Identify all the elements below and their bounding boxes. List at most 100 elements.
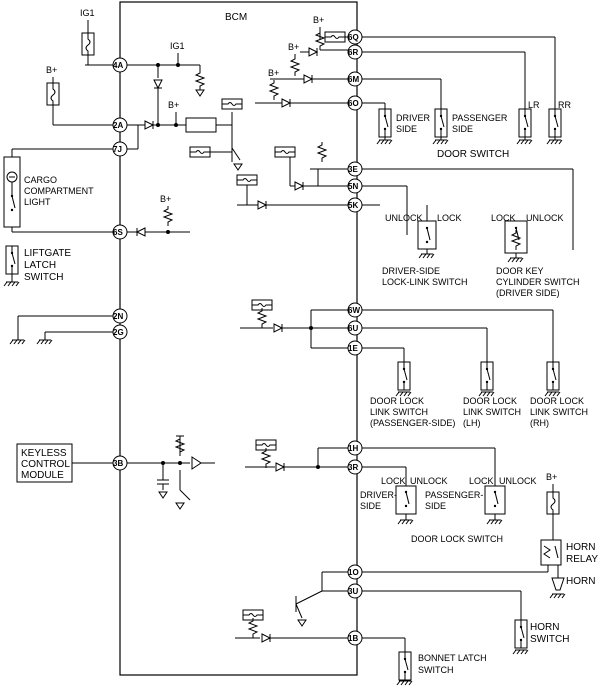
horn-circuit: HORN SWITCH B+ HORN RELAY HORN: [295, 472, 598, 655]
svg-text:IG1: IG1: [170, 41, 185, 51]
pin-5K: 5K: [347, 197, 363, 213]
svg-text:HORN: HORN: [566, 542, 595, 553]
svg-text:RR: RR: [558, 100, 571, 110]
svg-text:5K: 5K: [348, 201, 358, 210]
svg-text:LINK SWITCH: LINK SWITCH: [463, 407, 521, 417]
svg-text:LIFTGATE: LIFTGATE: [24, 248, 71, 259]
pin-7J: 7J: [112, 141, 128, 157]
svg-text:(LH): (LH): [463, 418, 481, 428]
svg-text:CONTROL: CONTROL: [21, 459, 70, 470]
pin-6O: 6O: [347, 95, 363, 111]
svg-text:DOOR LOCK SWITCH: DOOR LOCK SWITCH: [411, 534, 503, 544]
door-lock-switch-circuit: LOCK UNLOCK LOCK UNLOCK DRIVER- SIDE PAS…: [245, 439, 537, 544]
svg-text:RELAY: RELAY: [566, 554, 598, 565]
pin-3B: 3B: [112, 455, 128, 471]
svg-text:IG1: IG1: [80, 8, 95, 18]
pin-1B: 1B: [347, 630, 363, 646]
pin-2N: 2N: [112, 308, 128, 324]
svg-text:1B: 1B: [348, 634, 358, 643]
svg-text:LOCK: LOCK: [381, 476, 406, 486]
svg-text:6S: 6S: [113, 228, 123, 237]
svg-text:LIGHT: LIGHT: [24, 197, 51, 207]
svg-text:1H: 1H: [348, 444, 358, 453]
svg-text:LOCK: LOCK: [437, 213, 462, 223]
pin-6U: 6U: [347, 320, 363, 336]
bcm-internal-6s: B+: [127, 194, 190, 237]
svg-text:B+: B+: [168, 100, 179, 110]
svg-text:B+: B+: [46, 65, 57, 75]
svg-text:LINK SWITCH: LINK SWITCH: [530, 407, 588, 417]
svg-text:1E: 1E: [348, 344, 358, 353]
svg-text:3B: 3B: [113, 459, 123, 468]
pin-6W: 6W: [347, 302, 363, 318]
svg-text:(PASSENGER-SIDE): (PASSENGER-SIDE): [370, 418, 455, 428]
svg-text:7J: 7J: [113, 145, 122, 154]
svg-text:UNLOCK: UNLOCK: [385, 213, 423, 223]
svg-text:LOCK-LINK SWITCH: LOCK-LINK SWITCH: [382, 277, 468, 287]
svg-text:DOOR LOCK: DOOR LOCK: [370, 396, 424, 406]
pin-3R: 3R: [347, 459, 363, 475]
svg-text:6Q: 6Q: [348, 33, 359, 42]
svg-text:DOOR LOCK: DOOR LOCK: [530, 396, 584, 406]
svg-text:DRIVER-SIDE: DRIVER-SIDE: [382, 266, 440, 276]
svg-text:PASSENGER-: PASSENGER-: [425, 490, 483, 500]
svg-text:SIDE: SIDE: [452, 124, 473, 134]
svg-text:BONNET LATCH: BONNET LATCH: [418, 653, 487, 663]
svg-text:DRIVER-: DRIVER-: [360, 490, 397, 500]
svg-text:UNLOCK: UNLOCK: [499, 476, 537, 486]
cargo-compartment-light: CARGO COMPARTMENT LIGHT: [3, 148, 113, 232]
svg-text:6W: 6W: [348, 306, 360, 315]
svg-text:DOOR KEY: DOOR KEY: [496, 266, 544, 276]
bcm-title: BCM: [225, 12, 247, 23]
pin-4A: 4A: [85, 57, 128, 73]
svg-text:6U: 6U: [348, 324, 358, 333]
svg-text:3R: 3R: [348, 463, 358, 472]
svg-text:6O: 6O: [348, 99, 359, 108]
svg-text:LR: LR: [528, 100, 540, 110]
svg-text:SWITCH: SWITCH: [418, 665, 454, 675]
svg-text:SIDE: SIDE: [360, 501, 381, 511]
svg-text:HORN: HORN: [530, 622, 559, 633]
svg-text:2G: 2G: [113, 328, 124, 337]
svg-text:5N: 5N: [348, 182, 358, 191]
pin-1E: 1E: [347, 340, 363, 356]
svg-text:2N: 2N: [113, 312, 123, 321]
pin-1O: 1O: [347, 564, 363, 580]
bcm-internal-3b: [127, 435, 215, 510]
pin-6M: 6M: [347, 71, 363, 87]
door-switch-circuit: B+ B+ B+: [255, 15, 571, 160]
pin-5N: 5N: [347, 178, 363, 194]
svg-text:LOCK: LOCK: [491, 213, 516, 223]
pin-6Q: 6Q: [347, 29, 363, 45]
liftgate-latch-switch: LIFTGATE LATCH SWITCH: [3, 231, 113, 287]
svg-text:6R: 6R: [348, 48, 358, 57]
keyless-control-module: KEYLESS CONTROL MODULE: [16, 443, 113, 483]
svg-text:2A: 2A: [113, 121, 123, 130]
svg-text:4A: 4A: [113, 61, 123, 70]
svg-text:LINK SWITCH: LINK SWITCH: [370, 407, 428, 417]
bplus-fuse-2a: B+: [46, 65, 113, 126]
pin-2A: 2A: [112, 117, 128, 133]
svg-text:DOOR SWITCH: DOOR SWITCH: [437, 149, 509, 160]
pin-6S: 6S: [112, 224, 128, 240]
pin-1H: 1H: [347, 440, 363, 456]
svg-text:CYLINDER SWITCH: CYLINDER SWITCH: [496, 277, 580, 287]
svg-text:HORN: HORN: [566, 576, 595, 587]
svg-text:COMPARTMENT: COMPARTMENT: [24, 186, 94, 196]
svg-text:B+: B+: [268, 68, 279, 78]
svg-text:B+: B+: [313, 15, 324, 25]
svg-text:CARGO: CARGO: [24, 175, 57, 185]
svg-text:1O: 1O: [348, 568, 359, 577]
svg-text:3E: 3E: [348, 165, 358, 174]
svg-text:B+: B+: [160, 194, 171, 204]
svg-text:(RH): (RH): [530, 418, 549, 428]
door-lock-link-circuit: DOOR LOCK LINK SWITCH (PASSENGER-SIDE) D…: [240, 299, 588, 428]
svg-text:UNLOCK: UNLOCK: [410, 476, 448, 486]
svg-text:LOCK: LOCK: [469, 476, 494, 486]
svg-text:UNLOCK: UNLOCK: [526, 213, 564, 223]
svg-text:MODULE: MODULE: [21, 470, 64, 481]
svg-text:SIDE: SIDE: [425, 501, 446, 511]
ground-2n-2g: [9, 315, 113, 345]
svg-text:SWITCH: SWITCH: [24, 272, 63, 283]
